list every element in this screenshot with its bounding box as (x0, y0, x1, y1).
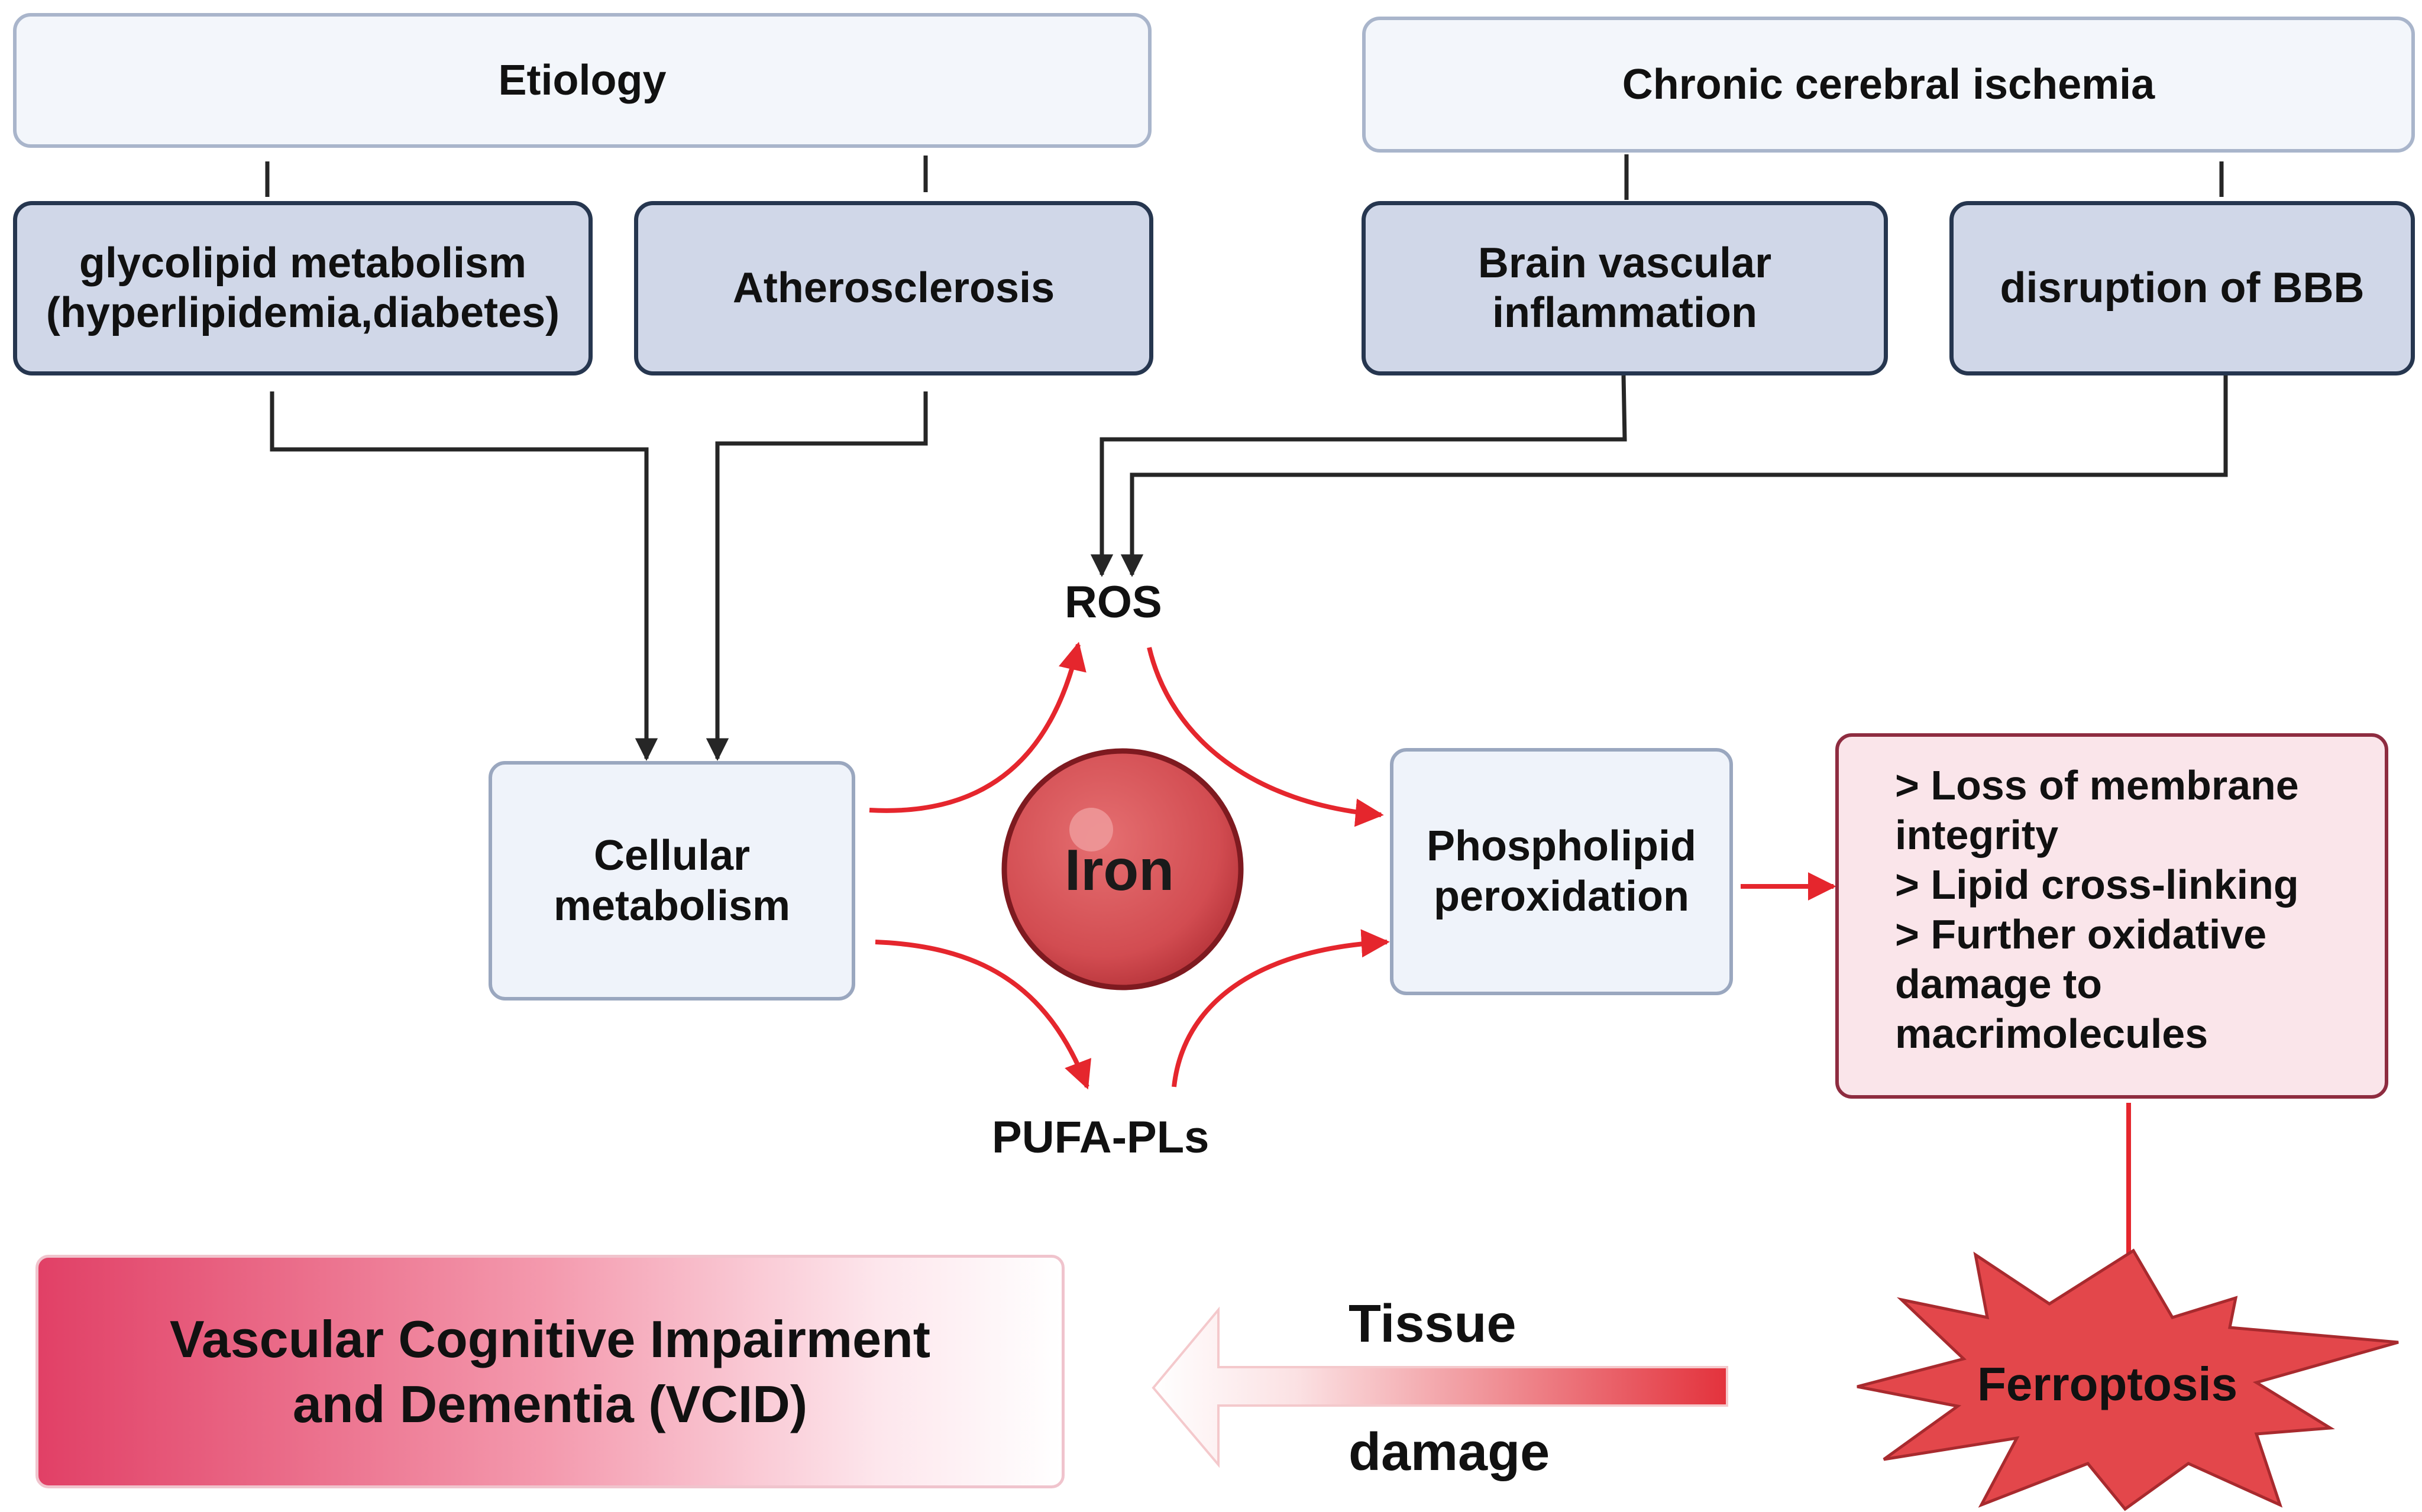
effect-line-1: > Loss of membrane (1895, 762, 2299, 808)
inflammation-line1: Brain vascular (1477, 239, 1772, 287)
phospholipid-line1: Phospholipid (1427, 823, 1696, 870)
damage-label: damage (1349, 1423, 1550, 1482)
pufa-label: PUFA-PLs (992, 1112, 1210, 1163)
atherosclerosis-box: Atherosclerosis (634, 201, 1153, 375)
header-ticks (265, 154, 2224, 200)
tissue-damage-arrow (1152, 1306, 1728, 1468)
glycolipid-line1: glycolipid metabolism (79, 239, 527, 287)
effect-line-5: damage to (1895, 961, 2103, 1007)
phospholipid-peroxidation-box: Phospholipid peroxidation (1390, 748, 1733, 995)
vcid-line2: and Dementia (VCID) (292, 1374, 808, 1433)
vcid-line1: Vascular Cognitive Impairment (169, 1309, 931, 1368)
cellular-metabolism-box: Cellular metabolism (489, 761, 855, 1001)
phospholipid-line2: peroxidation (1433, 873, 1690, 920)
cellular-line1: Cellular (593, 831, 751, 879)
effect-line-2: integrity (1895, 812, 2059, 858)
effect-line-3: > Lipid cross-linking (1895, 862, 2299, 908)
cellular-line2: metabolism (553, 882, 791, 930)
effects-box: > Loss of membrane integrity > Lipid cro… (1835, 733, 2388, 1099)
bbb-label: disruption of BBB (2000, 264, 2365, 312)
iron-sphere (1001, 748, 1244, 990)
bbb-disruption-box: disruption of BBB (1949, 201, 2415, 375)
ferroptosis-label: Ferroptosis (1977, 1358, 2238, 1410)
etiology-connectors (270, 391, 928, 761)
glycolipid-line2: (hyperlipidemia,diabetes) (46, 289, 560, 336)
glycolipid-box: glycolipid metabolism (hyperlipidemia,di… (13, 201, 593, 375)
atherosclerosis-label: Atherosclerosis (732, 264, 1055, 312)
brain-vascular-inflammation-box: Brain vascular inflammation (1362, 201, 1888, 375)
etiology-header: Etiology (13, 13, 1152, 148)
ischemia-connectors (1090, 375, 2228, 577)
tissue-label: Tissue (1349, 1294, 1516, 1354)
ischemia-header: Chronic cerebral ischemia (1362, 17, 2415, 153)
iron-label: Iron (1065, 837, 1175, 902)
vcid-box: Vascular Cognitive Impairment and Dement… (35, 1255, 1065, 1488)
inflammation-line2: inflammation (1492, 289, 1757, 336)
effect-line-6: macrimolecules (1895, 1011, 2208, 1057)
etiology-title: Etiology (498, 57, 667, 104)
ischemia-title: Chronic cerebral ischemia (1622, 61, 2155, 108)
ros-label: ROS (1065, 577, 1162, 627)
ferroptosis-starburst (1857, 1248, 2399, 1511)
effect-line-4: > Further oxidative (1895, 911, 2267, 957)
